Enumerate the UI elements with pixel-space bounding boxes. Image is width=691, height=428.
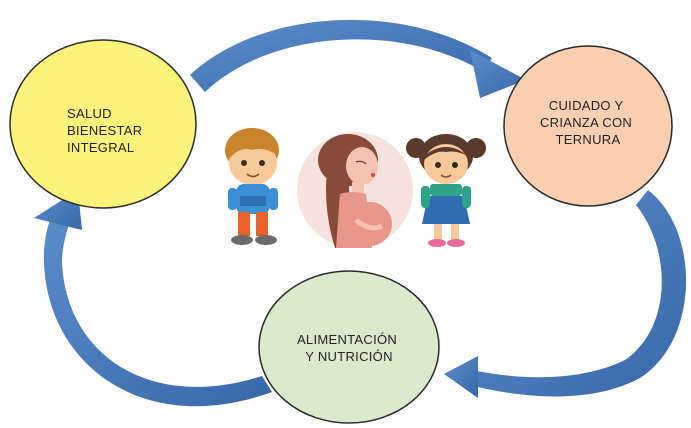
- node-label-line: CRIANZA CON: [540, 115, 632, 130]
- node-cuidado-crianza: CUIDADO Y CRIANZA CON TERNURA: [503, 45, 673, 207]
- node-label-line: BIENESTAR: [67, 123, 142, 138]
- node-label-line: ALIMENTACIÓN: [297, 332, 397, 347]
- node-label-line: CUIDADO Y: [549, 98, 624, 113]
- node-label-line: INTEGRAL: [67, 140, 134, 155]
- node-label-line: TERNURA: [556, 132, 621, 147]
- svg-text:CUIDADO Y CRIANZA CON: CUIDADO Y CRIANZA CON TERNURA: [540, 98, 636, 147]
- arrow-salud-to-cuidado: [190, 19, 526, 98]
- center-illustration: [218, 128, 486, 253]
- node-salud-bienestar: SALUD BIENESTAR INTEGRAL: [9, 39, 197, 209]
- arrow-cuidado-to-alimentacion: [444, 190, 687, 398]
- svg-text:SALUD BIENESTAR IN: SALUD BIENESTAR INTEGRAL: [67, 106, 146, 155]
- girl-figure: [406, 134, 486, 247]
- node-label-line: Y NUTRICIÓN: [305, 349, 393, 364]
- boy-figure: [225, 128, 279, 245]
- node-label-line: SALUD: [67, 106, 112, 121]
- node-alimentacion-nutricion: ALIMENTACIÓN Y NUTRICIÓN: [258, 270, 440, 424]
- pregnant-woman-figure: [297, 132, 413, 248]
- svg-text:ALIMENTACIÓN Y NUTRICIÓN: ALIMENTACIÓN Y NUTRICIÓN: [297, 332, 401, 364]
